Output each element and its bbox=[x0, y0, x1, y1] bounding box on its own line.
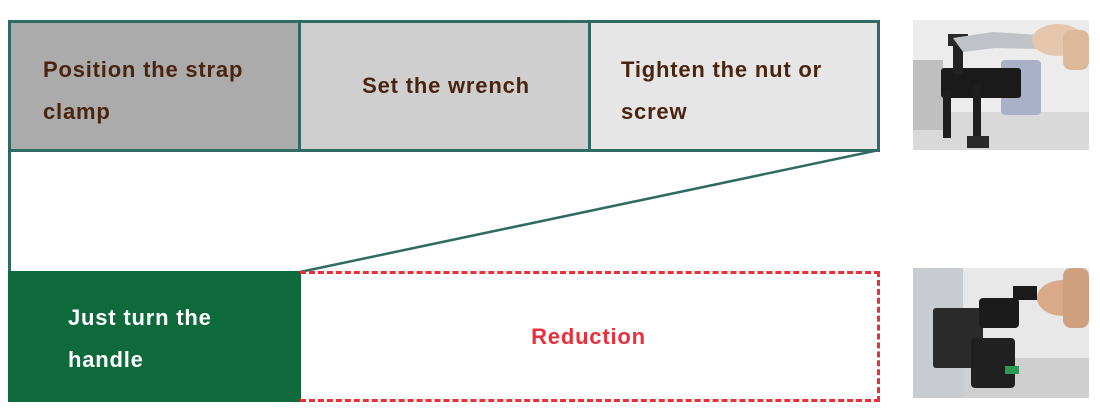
step-label: Tighten the nut or screw bbox=[621, 57, 822, 124]
handle-clamp-photo-icon bbox=[913, 268, 1089, 398]
step-set-wrench: Set the wrench bbox=[301, 23, 591, 149]
step-label: Position the strap clamp bbox=[43, 57, 244, 124]
step-label: Set the wrench bbox=[362, 73, 530, 98]
wrench-strap-clamp-photo-icon bbox=[913, 20, 1089, 150]
reduction-label: Reduction bbox=[531, 323, 646, 349]
conventional-process-bar: Position the strap clamp Set the wrench … bbox=[8, 20, 880, 152]
step-label: Just turn the handle bbox=[68, 305, 212, 372]
step-position-strap-clamp: Position the strap clamp bbox=[11, 23, 301, 149]
step-tighten-nut: Tighten the nut or screw bbox=[591, 23, 877, 149]
reduction-area: Reduction bbox=[300, 271, 880, 402]
step-turn-handle: Just turn the handle bbox=[8, 271, 301, 402]
